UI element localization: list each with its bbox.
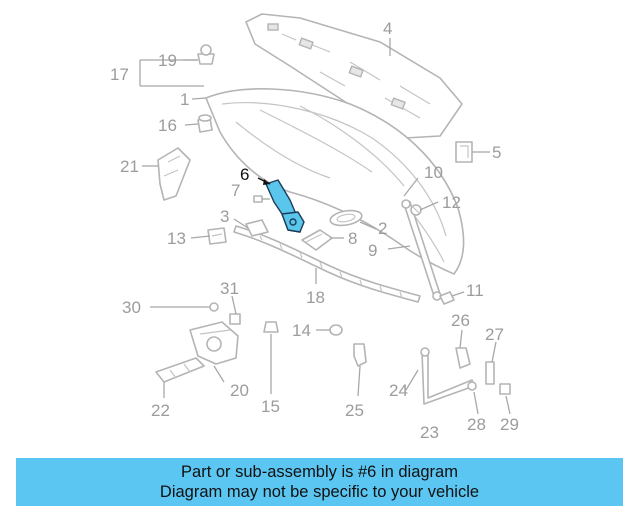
- callout-11: 11: [466, 281, 484, 300]
- part-21-hinge: [157, 147, 191, 201]
- callout-1: 1: [180, 90, 189, 109]
- callout-27: 27: [485, 325, 504, 344]
- part-12-clip: [410, 204, 422, 216]
- callout-15: 15: [261, 397, 280, 416]
- part-13-bumper: [207, 227, 227, 245]
- part-18-hood-seal: [233, 225, 421, 303]
- callout-30: 30: [122, 298, 141, 317]
- part-11-clip: [439, 291, 455, 305]
- part-20-hood-latch: [189, 321, 239, 365]
- part-16-plug: [197, 114, 213, 133]
- banner-line-1: Part or sub-assembly is #6 in diagram: [181, 463, 458, 481]
- callout-26: 26: [451, 311, 470, 330]
- callout-6: 6: [240, 165, 249, 184]
- part-22-bracket: [155, 357, 205, 383]
- callout-21: 21: [120, 157, 139, 176]
- callout-14: 14: [292, 321, 311, 340]
- part-5-bumper: [455, 141, 473, 163]
- callout-22: 22: [151, 401, 170, 420]
- callout-13: 13: [167, 229, 186, 248]
- callout-9: 9: [368, 241, 377, 260]
- part-28-screw: [467, 381, 477, 391]
- part-23-prop-rod: [420, 347, 475, 405]
- callout-24: 24: [389, 381, 408, 400]
- part-1-hood-panel: [205, 88, 465, 275]
- leader-lines: [142, 38, 511, 415]
- info-banner: Part or sub-assembly is #6 in diagram Di…: [16, 458, 623, 506]
- banner-line-2: Diagram may not be specific to your vehi…: [159, 483, 480, 501]
- part-14-cap: [329, 324, 343, 336]
- callout-20: 20: [230, 381, 249, 400]
- part-6-highlighted[interactable]: [265, 179, 305, 233]
- callout-4: 4: [383, 19, 392, 38]
- callout-10: 10: [424, 163, 443, 182]
- part-2-release-handle: [329, 209, 363, 227]
- leader-6: [257, 177, 271, 185]
- callout-16: 16: [158, 116, 177, 135]
- part-27-holder: [485, 361, 495, 385]
- part-9-support-strut: [401, 199, 442, 301]
- callout-5: 5: [492, 143, 501, 162]
- part-31-bolt: [229, 313, 241, 325]
- part-25-clip: [353, 343, 367, 367]
- part-8-bracket: [301, 229, 333, 251]
- callout-7: 7: [231, 181, 240, 200]
- callout-19: 19: [158, 51, 177, 70]
- callout-28: 28: [467, 415, 486, 434]
- parts-diagram: 4 19 17 1 16 21 5 6 10 7 12 3 2 13 8 9 1…: [110, 13, 519, 442]
- callout-3: 3: [220, 207, 229, 226]
- callout-25: 25: [345, 401, 364, 420]
- callout-2: 2: [378, 219, 387, 238]
- part-26-holder: [455, 347, 471, 369]
- part-30-bolt: [209, 302, 219, 312]
- callout-29: 29: [500, 415, 519, 434]
- part-19-clip: [197, 44, 215, 65]
- callout-23: 23: [420, 423, 439, 442]
- part-3-bracket: [245, 219, 269, 237]
- callout-12: 12: [442, 193, 461, 212]
- callout-31: 31: [220, 279, 239, 298]
- part-7-bolt: [253, 195, 270, 203]
- part-4-hood-insulator: [245, 13, 463, 139]
- part-15-grommet: [263, 321, 279, 333]
- callout-18: 18: [306, 288, 325, 307]
- part-29-clip: [499, 383, 511, 395]
- callout-17: 17: [110, 65, 129, 84]
- callout-8: 8: [348, 229, 357, 248]
